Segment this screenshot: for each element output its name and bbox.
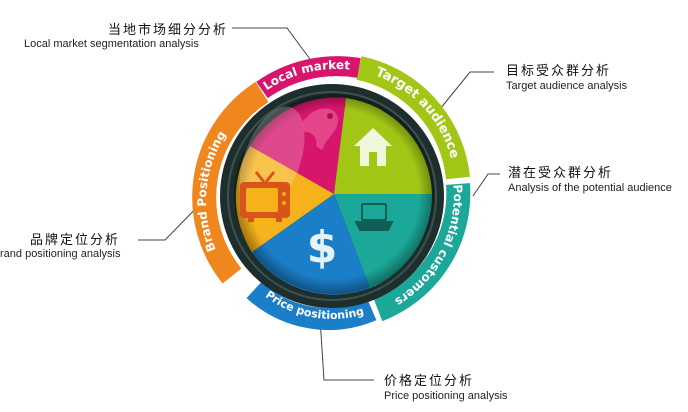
dark-ring-shine xyxy=(227,91,437,301)
svg-text:$: $ xyxy=(307,222,338,273)
outer-ring xyxy=(192,56,471,330)
ring-segment-potential xyxy=(373,183,471,322)
callout-brand-positioning-en: rand positioning analysis xyxy=(0,248,121,260)
connector-potential-audience xyxy=(472,173,500,197)
callout-potential-audience-cn: 潜在受众群分析 xyxy=(508,166,614,181)
connector-target-audience xyxy=(435,71,494,115)
ring-segment-price xyxy=(246,281,377,330)
ring-segment-brand xyxy=(192,81,269,284)
callout-target-audience-cn: 目标受众群分析 xyxy=(506,64,612,79)
callout-brand-positioning-cn: 品牌定位分析 xyxy=(30,233,121,248)
house-icon xyxy=(354,128,392,166)
callout-potential-audience-en: Analysis of the potential audience xyxy=(508,182,672,194)
callout-local-market-cn: 当地市场细分分析 xyxy=(108,23,229,38)
ring-segment-target xyxy=(356,56,470,180)
connector-price-positioning xyxy=(319,317,374,381)
tv-icon xyxy=(240,171,290,222)
bird-icon xyxy=(300,108,338,150)
callout-target-audience-en: Target audience analysis xyxy=(506,80,628,92)
callout-price-positioning-cn: 价格定位分析 xyxy=(384,374,475,389)
connector-local-market xyxy=(232,27,319,71)
laptop-icon xyxy=(354,203,394,231)
callout-price-positioning-en: Price positioning analysis xyxy=(384,390,508,402)
callout-local-market-en: Local market segmentation analysis xyxy=(24,38,199,50)
dollar-icon: $ xyxy=(307,222,338,273)
ring-segment-local xyxy=(256,56,361,99)
